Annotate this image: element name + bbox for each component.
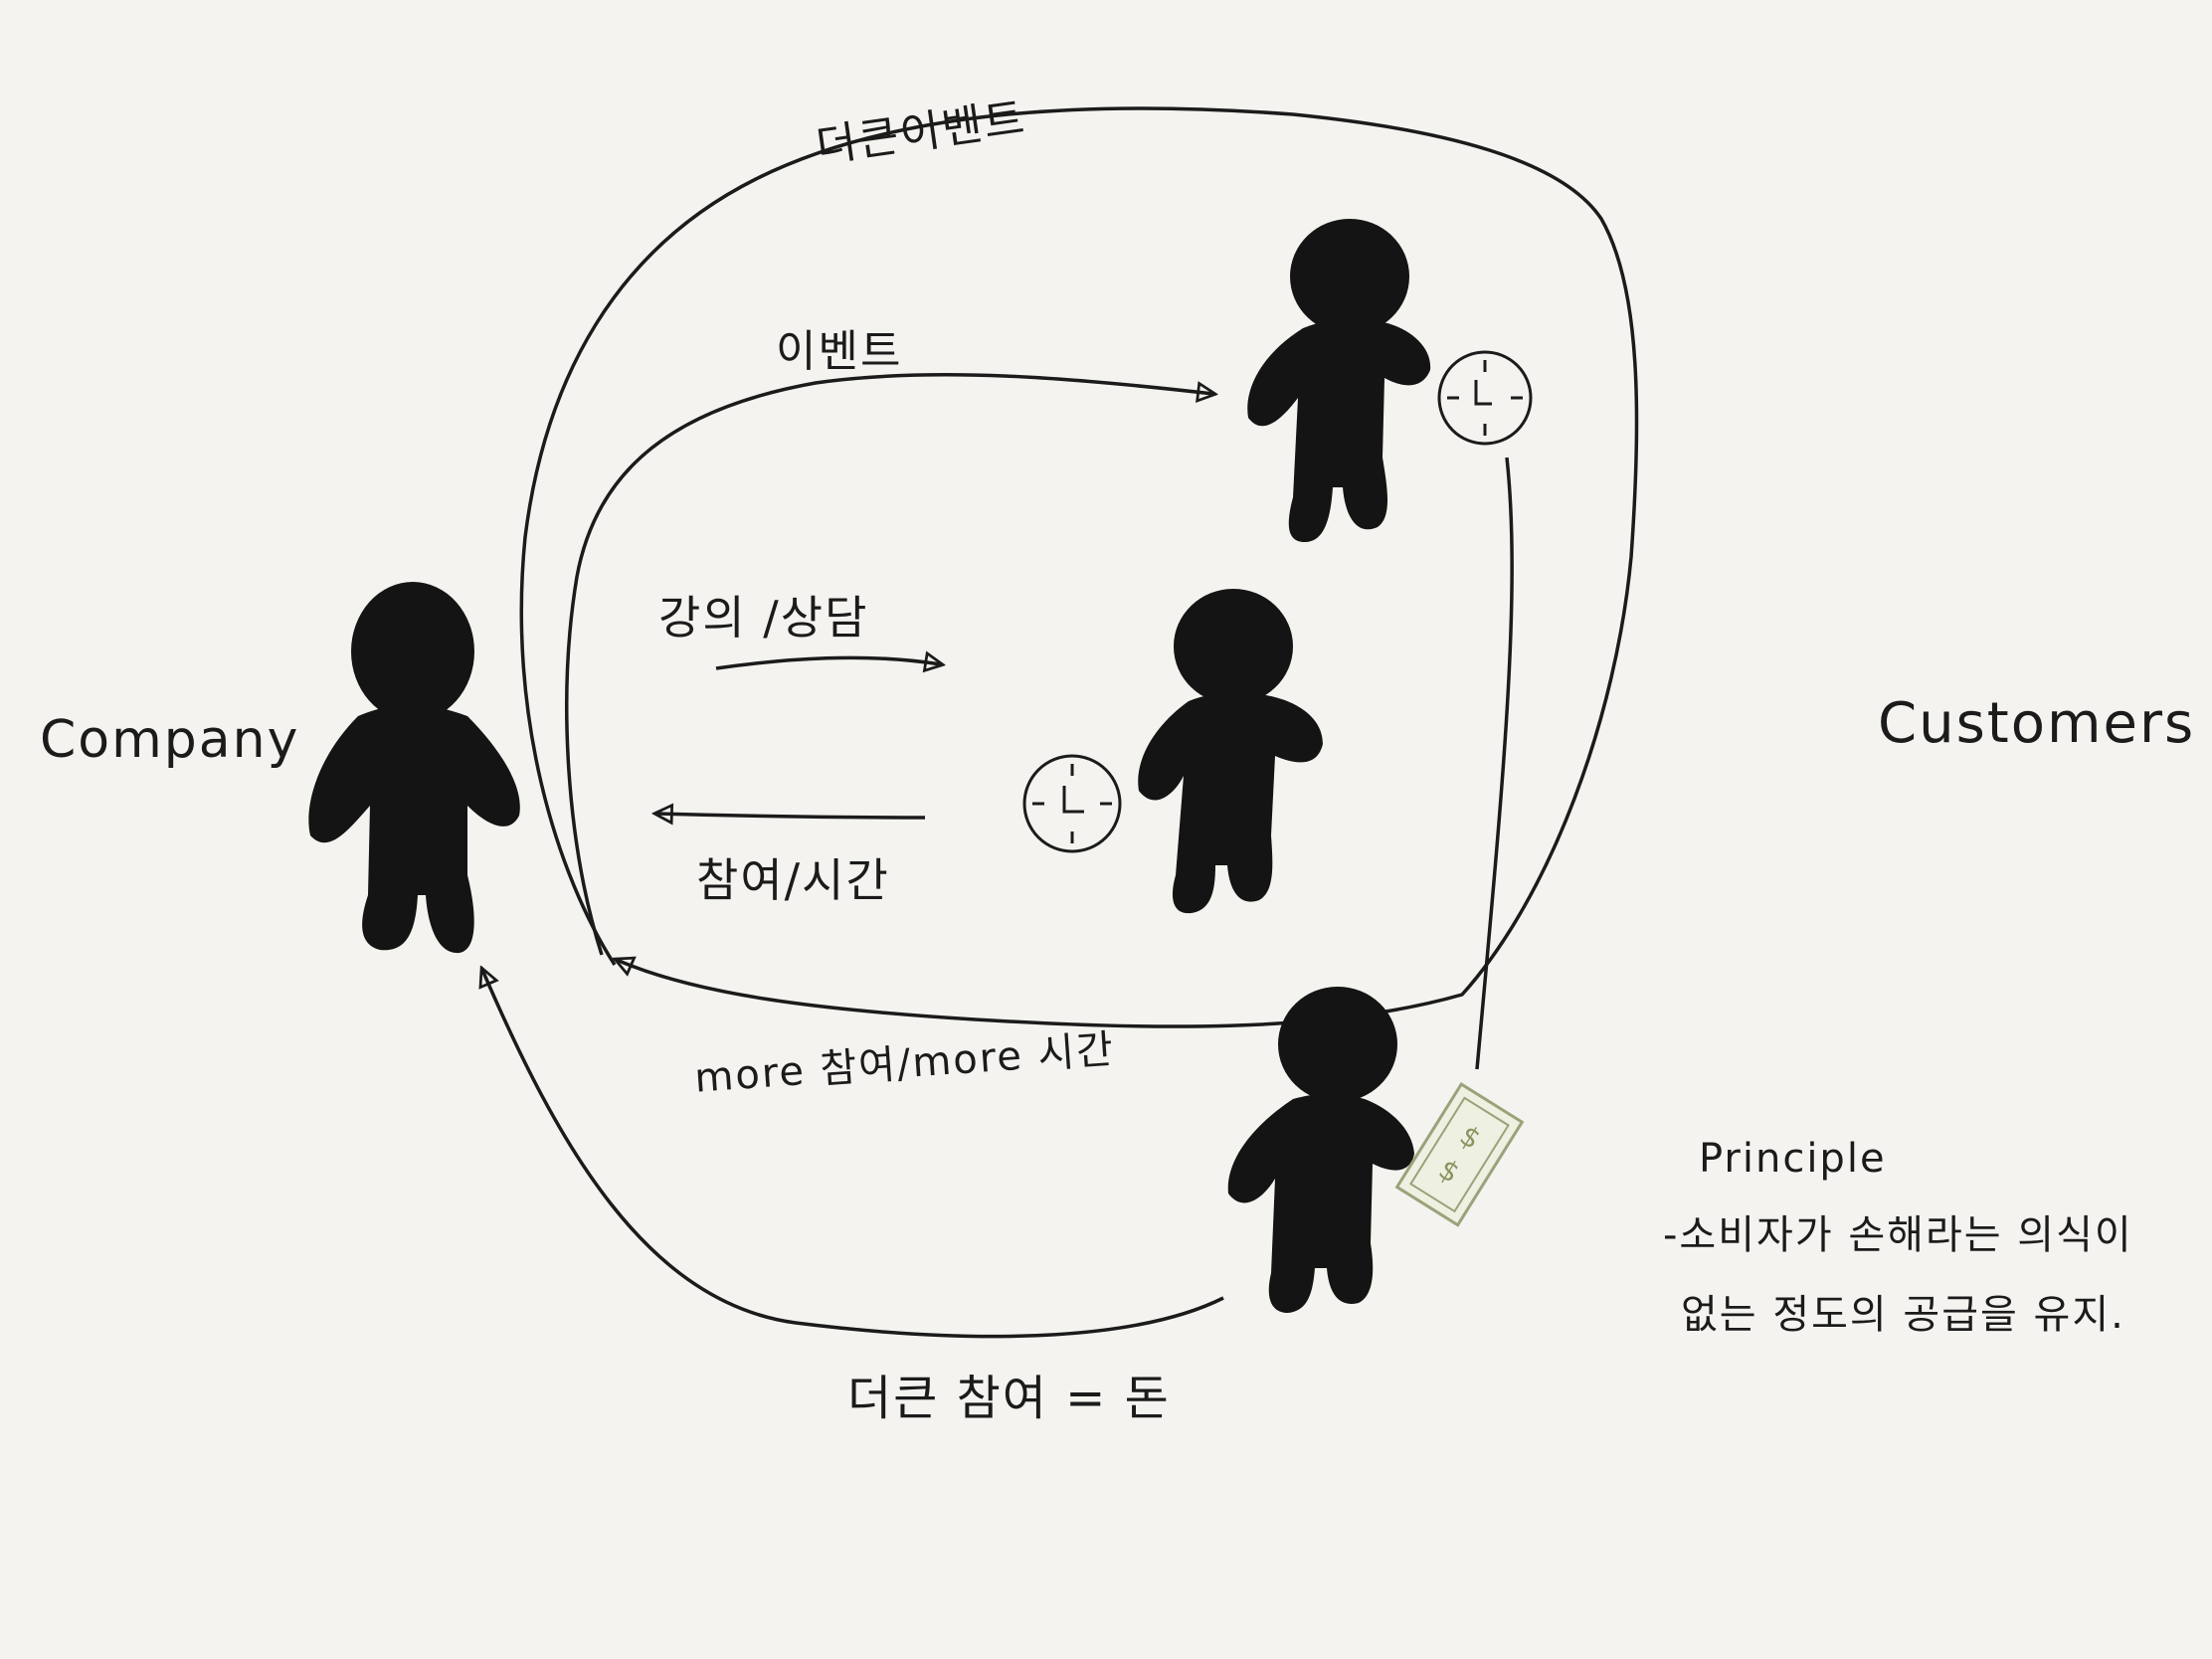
bigger-event-loop — [519, 106, 1639, 1028]
bigger-participation-money-label: 더큰 참여 = 돈 — [847, 1371, 1171, 1426]
customers-label: Customers — [1878, 691, 2196, 756]
participation-time-arrow — [656, 814, 926, 818]
money-bill-icon: $ $ — [1394, 1081, 1525, 1227]
event-label: 이벤트 — [776, 326, 903, 377]
lecture-consult-label: 강의 /상담 — [658, 591, 869, 645]
clock-middle-icon — [1022, 754, 1122, 853]
participation-time-label: 참여/시간 — [696, 853, 890, 907]
bigger-participation-money-arrow — [482, 970, 1224, 1339]
clock-to-money-line — [1475, 457, 1514, 1070]
principle-line-1: -소비자가 손해라는 의식이 — [1663, 1212, 2133, 1258]
lecture-consult-arrow — [715, 657, 941, 668]
customer-bottom-person-icon — [1227, 987, 1414, 1313]
customer-middle-person-icon — [1138, 589, 1323, 914]
principle-line-2: 없는 정도의 공급을 유지. — [1681, 1292, 2125, 1338]
company-label: Company — [40, 710, 300, 770]
company-person-icon — [308, 582, 520, 954]
clock-top-icon — [1437, 350, 1533, 446]
principle-title: Principle — [1699, 1136, 1887, 1182]
event-arrow — [565, 372, 1213, 956]
customer-top-person-icon — [1247, 219, 1431, 542]
